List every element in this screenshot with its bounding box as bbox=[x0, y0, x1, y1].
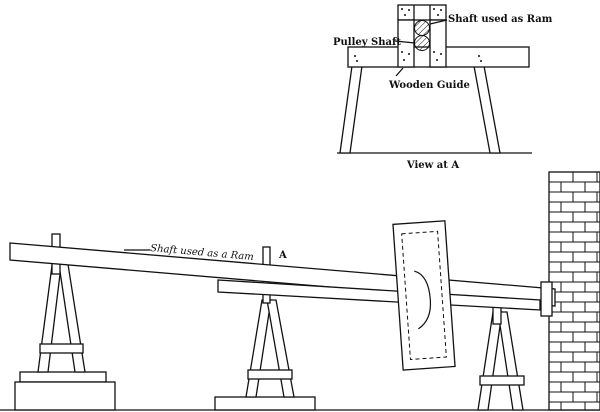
label-pulley-shaft: Pulley Shaft bbox=[333, 37, 401, 48]
label-wooden-guide: Wooden Guide bbox=[388, 80, 470, 91]
label-shaft-used-as-ram-1: Shaft used as Ram bbox=[448, 14, 553, 25]
ram-shaft-section bbox=[414, 20, 430, 36]
leader-pulley bbox=[394, 40, 416, 44]
leader-shaft bbox=[429, 19, 448, 25]
main-view: Shaft used as a Ram A bbox=[0, 171, 600, 411]
marker-a: A bbox=[278, 250, 287, 261]
sawhorse-right bbox=[477, 301, 525, 411]
detail-left-leg bbox=[339, 65, 363, 154]
caption-view-at-a: View at A bbox=[406, 160, 459, 171]
view-at-a-detail: Shaft used as Ram Pulley Shaft Wooden Gu… bbox=[333, 4, 553, 171]
base-block-middle bbox=[214, 396, 316, 411]
leader-guide bbox=[395, 67, 404, 77]
base-block-top bbox=[19, 371, 107, 383]
brick-wall bbox=[548, 171, 600, 411]
hammer-block bbox=[392, 220, 456, 371]
wall-pad bbox=[540, 281, 553, 317]
base-block-bottom bbox=[14, 381, 116, 411]
pulley-shaft-section bbox=[414, 35, 430, 51]
detail-right-leg bbox=[473, 65, 501, 154]
